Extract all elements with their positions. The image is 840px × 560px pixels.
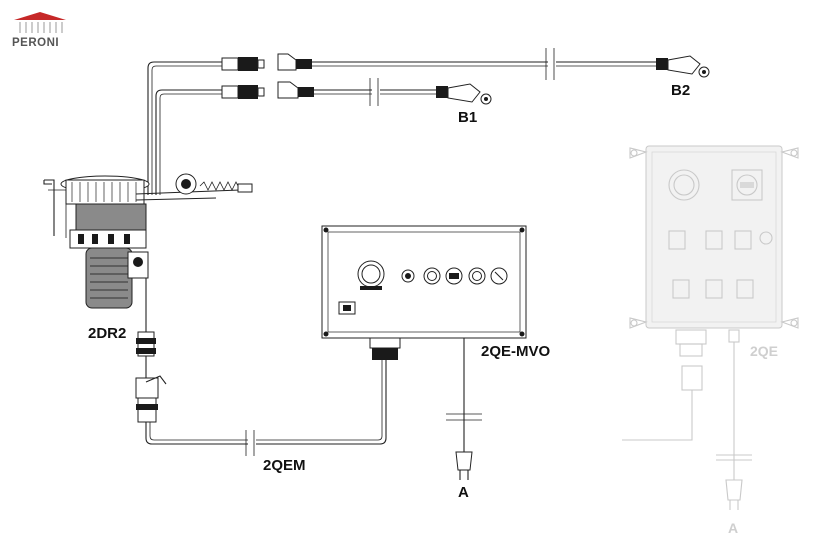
- ghost-plug-label: A: [728, 520, 738, 536]
- peroni-logo: PERONI: [12, 12, 66, 49]
- sensor-b1-label: B1: [458, 109, 477, 126]
- sensor-b2-label: B2: [671, 82, 690, 99]
- ghost-control-panel: [622, 145, 799, 510]
- logo-roof-icon: [14, 12, 66, 20]
- plug-label: A: [458, 484, 469, 501]
- sensor-cable-b1: [155, 78, 492, 195]
- sensor-cable-b2: [147, 48, 710, 195]
- motor-label: 2DR2: [88, 325, 126, 342]
- brand-name: PERONI: [12, 37, 59, 49]
- ghost-panel-label: 2QE: [750, 343, 778, 359]
- motor-cable-2qem: [135, 278, 387, 456]
- cable-label: 2QEM: [263, 457, 306, 474]
- panel-label: 2QE-MVO: [481, 343, 551, 360]
- gear-motor-unit: [43, 173, 253, 309]
- control-panel-box: [321, 225, 527, 480]
